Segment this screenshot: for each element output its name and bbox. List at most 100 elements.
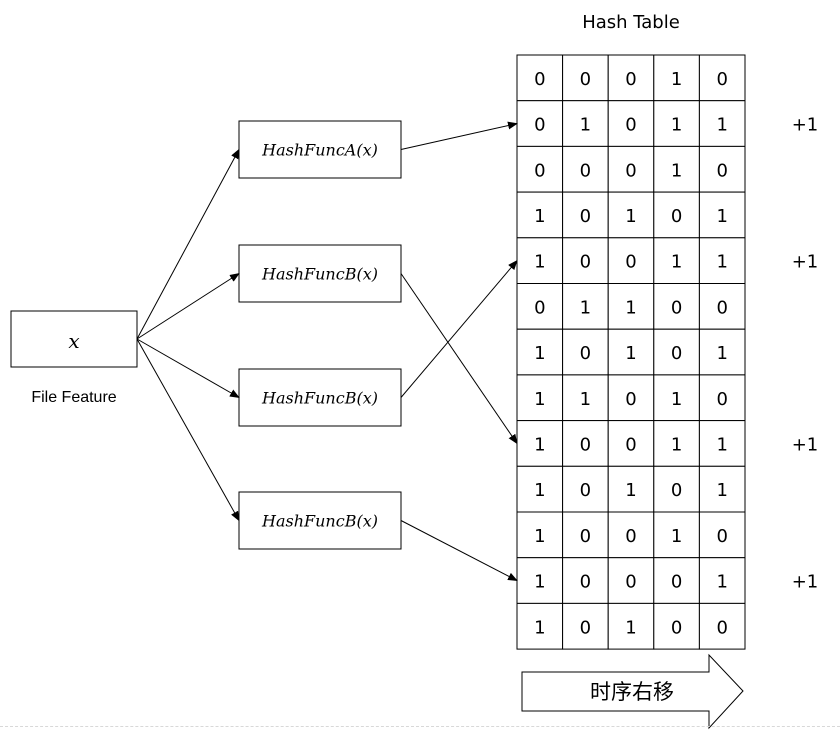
cell-value: 0 xyxy=(625,434,636,455)
table-cell xyxy=(653,602,700,650)
cell-value: 1 xyxy=(671,69,682,90)
table-cell xyxy=(698,465,746,513)
table-cell xyxy=(698,54,746,102)
hash-function-node: HashFuncA(x) xyxy=(238,120,402,179)
cell-value: 0 xyxy=(625,389,636,410)
table-cell xyxy=(562,328,609,376)
cell-value: 0 xyxy=(625,526,636,547)
table-cell xyxy=(516,328,564,376)
cell-value: 0 xyxy=(671,206,682,227)
cell-value: 1 xyxy=(580,389,591,410)
cell-value: 0 xyxy=(671,617,682,638)
cell-value: 0 xyxy=(625,69,636,90)
arrow-group xyxy=(136,121,518,582)
cell-value: 0 xyxy=(625,572,636,593)
table-cell xyxy=(562,420,609,467)
cell-value: 1 xyxy=(534,389,545,410)
cell-value: 1 xyxy=(671,160,682,181)
cell-value: 0 xyxy=(716,526,727,547)
cell-value: 0 xyxy=(671,343,682,364)
cell-value: 1 xyxy=(671,526,682,547)
hash-function-box xyxy=(238,491,402,550)
cell-value: 1 xyxy=(534,480,545,501)
cell-value: 1 xyxy=(716,572,727,593)
table-cell xyxy=(698,374,746,422)
increment-label: +1 xyxy=(792,252,819,273)
table-cell xyxy=(653,420,700,467)
hash-table-title: Hash Table xyxy=(582,12,680,33)
input-to-hash-arrow xyxy=(136,338,240,398)
cell-value: 0 xyxy=(716,160,727,181)
table-cell xyxy=(516,283,564,330)
input-caption: File Feature xyxy=(31,389,116,406)
input-to-hash-arrow xyxy=(136,148,240,340)
cell-value: 1 xyxy=(671,434,682,455)
table-cell xyxy=(698,420,746,467)
table-cell xyxy=(653,145,700,193)
table-cell xyxy=(653,557,700,604)
hash-to-table-arrow xyxy=(400,273,518,445)
shift-arrow-shape xyxy=(521,653,744,730)
cell-value: 1 xyxy=(534,526,545,547)
increment-group: +1+1+1+1 xyxy=(792,115,819,593)
cell-value: 0 xyxy=(671,572,682,593)
table-cell xyxy=(698,602,746,650)
hash-function-label: HashFuncB(x) xyxy=(261,389,378,408)
table-cell xyxy=(562,374,609,422)
hash-function-node: HashFuncB(x) xyxy=(238,368,402,427)
cell-value: 1 xyxy=(671,389,682,410)
table-cell xyxy=(698,145,746,193)
cell-value: 1 xyxy=(534,252,545,273)
table-cell xyxy=(607,191,655,239)
hash-function-box xyxy=(238,244,402,303)
hash-function-box xyxy=(238,120,402,179)
hash-function-group: HashFuncA(x)HashFuncB(x)HashFuncB(x)Hash… xyxy=(238,120,402,550)
table-cell xyxy=(607,145,655,193)
increment-label: +1 xyxy=(792,115,819,136)
table-cell xyxy=(562,602,609,650)
cell-value: 0 xyxy=(716,617,727,638)
table-cell xyxy=(653,237,700,285)
hash-to-table-arrow xyxy=(400,259,518,398)
cell-value: 0 xyxy=(716,69,727,90)
table-cell xyxy=(607,374,655,422)
cell-value: 1 xyxy=(625,343,636,364)
cell-value: 0 xyxy=(580,526,591,547)
cell-value: 0 xyxy=(580,434,591,455)
input-node: x xyxy=(10,310,138,368)
cell-value: 1 xyxy=(716,115,727,136)
cell-value: 1 xyxy=(716,480,727,501)
table-cell xyxy=(653,511,700,559)
table-cell xyxy=(607,602,655,650)
cell-value: 0 xyxy=(580,252,591,273)
input-to-hash-arrow xyxy=(136,338,240,522)
hash-function-label: HashFuncB(x) xyxy=(261,512,378,531)
cell-value: 1 xyxy=(534,572,545,593)
cell-value: 0 xyxy=(671,297,682,318)
cell-value: 1 xyxy=(580,297,591,318)
cell-value: 1 xyxy=(625,297,636,318)
cell-value: 1 xyxy=(671,252,682,273)
table-cell xyxy=(653,100,700,147)
cell-value: 0 xyxy=(580,343,591,364)
hash-to-table-arrow xyxy=(400,520,518,582)
table-cell xyxy=(653,465,700,513)
input-box xyxy=(10,310,138,368)
table-row: 1 0 0 1 0 xyxy=(516,511,746,559)
table-cell xyxy=(607,465,655,513)
cell-value: 1 xyxy=(534,343,545,364)
hash-function-box xyxy=(238,368,402,427)
cell-value: 1 xyxy=(671,115,682,136)
cell-value: 0 xyxy=(625,252,636,273)
table-cell xyxy=(516,191,564,239)
cell-value: 1 xyxy=(580,115,591,136)
